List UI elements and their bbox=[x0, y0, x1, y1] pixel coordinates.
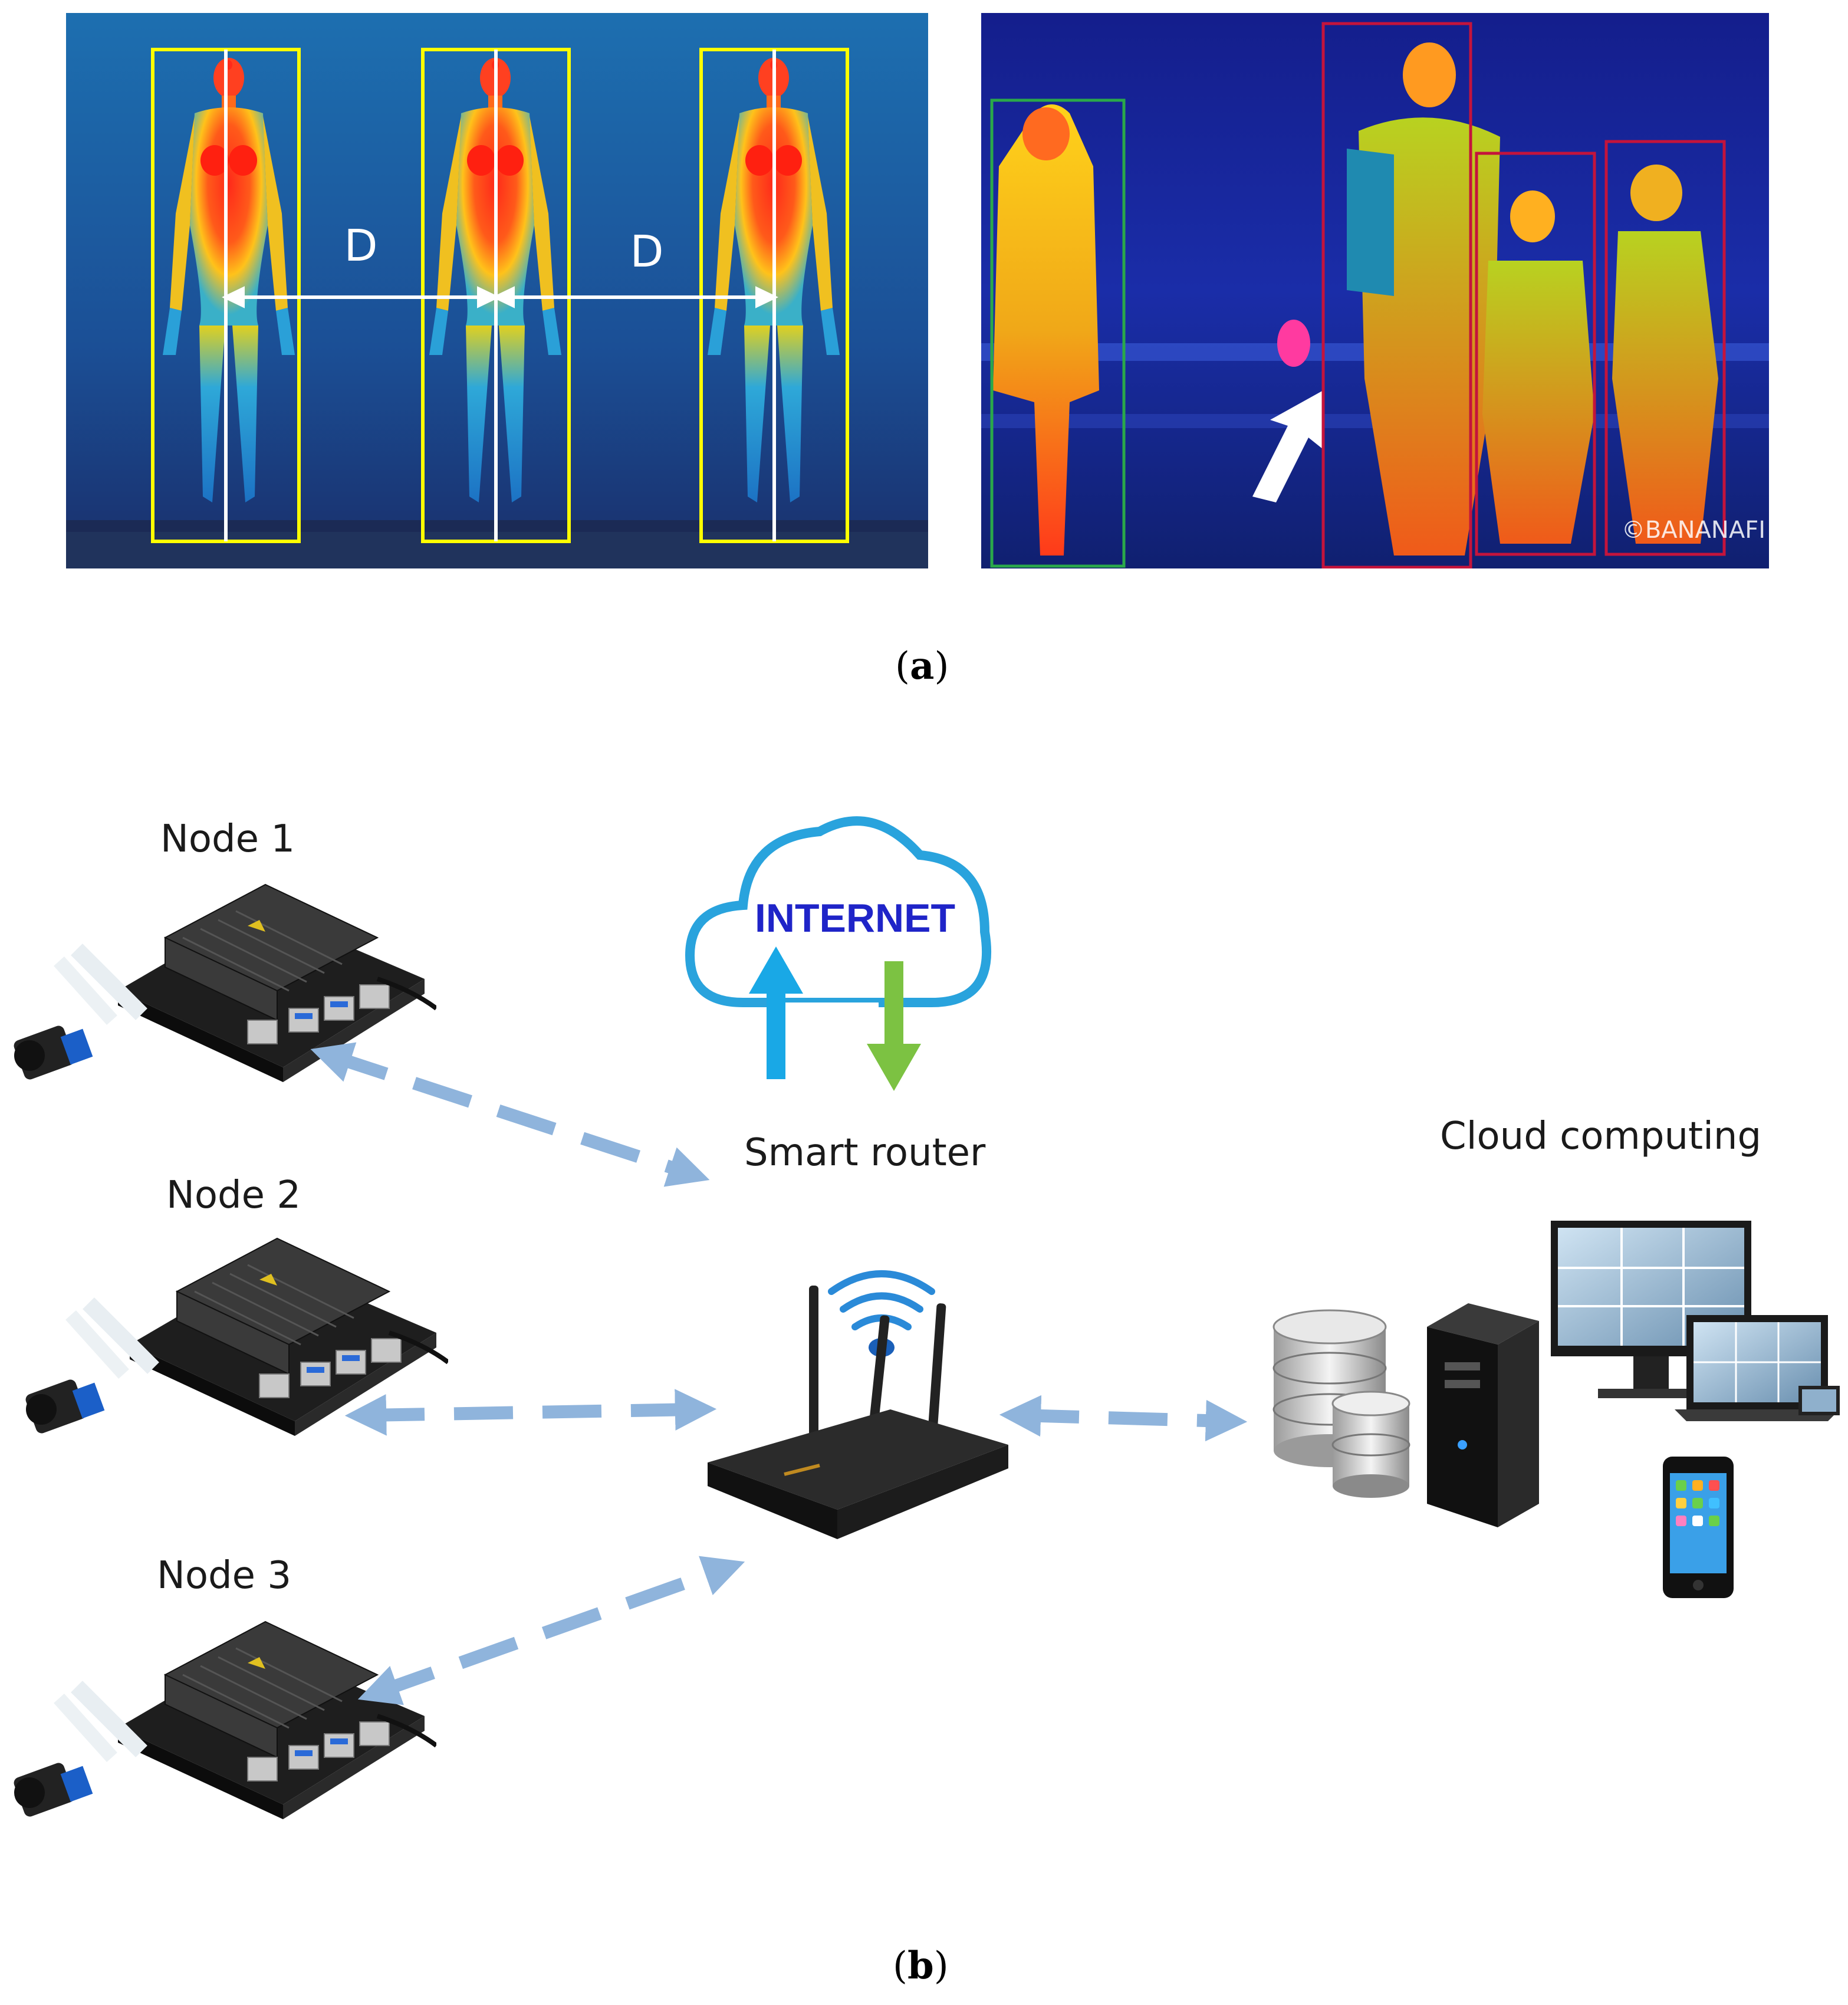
smart-router bbox=[708, 1270, 1008, 1539]
bbox-red-1 bbox=[1321, 22, 1472, 568]
server-tower-icon bbox=[1427, 1303, 1539, 1527]
caption-a-open: ( bbox=[895, 645, 910, 688]
upload-arrow bbox=[749, 946, 803, 1079]
watermark: ©BANANAFI bbox=[1622, 517, 1765, 544]
link-router-cloud bbox=[999, 1395, 1248, 1442]
distance-arrow-2 bbox=[492, 286, 778, 308]
node-3-label: Node 3 bbox=[157, 1554, 292, 1598]
thermal-crowd-image: ©BANANAFI bbox=[981, 13, 1769, 568]
database-icon bbox=[1272, 1309, 1410, 1498]
caption-a: (a) bbox=[895, 644, 949, 688]
cloud-computing-devices bbox=[1272, 1221, 1840, 1598]
bbox-red-3 bbox=[1604, 140, 1726, 556]
cloud-computing-label: Cloud computing bbox=[1440, 1115, 1762, 1158]
node-1-label: Node 1 bbox=[160, 817, 295, 861]
distance-label-1: D bbox=[344, 221, 378, 271]
thermal-distance-image: D D bbox=[66, 13, 928, 568]
distance-label-2: D bbox=[630, 226, 664, 277]
caption-a-close: ) bbox=[934, 645, 949, 688]
bbox-red-2 bbox=[1475, 152, 1596, 556]
phone-icon bbox=[1663, 1457, 1734, 1598]
link-node-2-router bbox=[344, 1389, 717, 1436]
caption-b-letter: b bbox=[907, 1944, 934, 1988]
node-2-label: Node 2 bbox=[166, 1174, 301, 1217]
bbox-green bbox=[990, 98, 1126, 568]
caption-a-letter: a bbox=[909, 644, 935, 688]
caption-b-open: ( bbox=[893, 1944, 907, 1988]
caption-b: (b) bbox=[893, 1944, 949, 1988]
caption-b-close: ) bbox=[933, 1944, 949, 1988]
link-node-3-router bbox=[357, 1556, 745, 1705]
internet-cloud: INTERNET bbox=[685, 816, 992, 1091]
router-label: Smart router bbox=[744, 1131, 986, 1175]
link-node-1-router bbox=[310, 1042, 710, 1187]
download-arrow bbox=[867, 961, 921, 1091]
distance-arrow-1 bbox=[222, 286, 500, 308]
tablet-icon bbox=[1798, 1386, 1840, 1415]
internet-label: INTERNET bbox=[755, 896, 955, 941]
